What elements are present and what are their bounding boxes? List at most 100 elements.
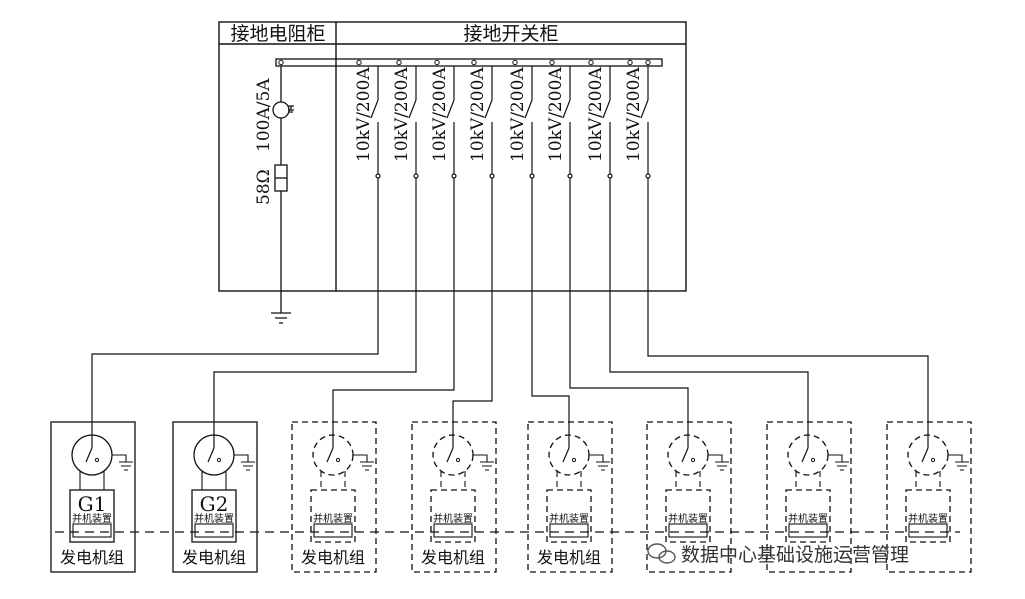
generator-unit: 并机装置 (886, 421, 972, 573)
bus-node (627, 59, 633, 66)
parallel-device-label: 并机装置 (788, 512, 828, 525)
parallel-device-box (194, 523, 234, 538)
generator-breaker (921, 447, 929, 463)
parallel-device-box (788, 523, 828, 538)
watermark: 数据中心基础设施运营管理 (647, 543, 909, 566)
generator-enclosure (886, 421, 972, 573)
controller-box (905, 489, 951, 543)
breaker-rating-label: 10kV/200A (586, 67, 606, 162)
generator-breaker (562, 447, 570, 463)
parallel-device-label: 并机装置 (194, 512, 234, 525)
controller-box (430, 489, 476, 543)
generator-unit: 并机装置 (646, 421, 732, 573)
parallel-device-box (908, 523, 948, 538)
bus-junction-dots (278, 59, 651, 66)
switch-cabinet-title: 接地开关柜 (463, 23, 558, 45)
current-transformer-icon (272, 101, 290, 119)
terminal-node (529, 173, 535, 179)
generator-name: G1 (78, 492, 107, 516)
ground-icon (708, 454, 729, 471)
breaker-branch (370, 66, 381, 179)
breaker-rating-label: 10kV/200A (624, 67, 644, 162)
breaker-rating-label: 10kV/200A (468, 67, 488, 162)
switch-blade (446, 99, 455, 119)
feeder-cable (213, 178, 417, 436)
breaker-rating-label: 10kV/200A (546, 67, 566, 162)
switch-blade (370, 99, 379, 119)
terminal-node (607, 173, 613, 179)
generator-enclosure (646, 421, 732, 573)
feeder-cables (91, 178, 929, 436)
bus-node (645, 59, 651, 66)
ground-icon (271, 312, 291, 324)
parallel-device-box (72, 523, 112, 538)
switch-blade (640, 99, 649, 119)
controller-box (785, 489, 831, 543)
terminal-node (451, 173, 457, 179)
parallel-device-label: 并机装置 (433, 512, 473, 525)
bus-node (434, 59, 440, 66)
breaker-rating-label: 10kV/200A (430, 67, 450, 162)
feeder-cable (332, 178, 455, 436)
bus-node (471, 59, 477, 66)
resistance-label: 58Ω (254, 169, 274, 205)
generator-units: 并机装置G1发电机组并机装置G2发电机组并机装置发电机组并机装置发电机组并机装置… (50, 421, 972, 573)
generator-unit: 并机装置 (766, 421, 852, 573)
generator-breaker (801, 447, 809, 463)
breaker-rating-label: 10kV/200A (354, 67, 374, 162)
parallel-device-box (313, 523, 353, 538)
controller-box (665, 489, 711, 543)
generator-enclosure (766, 421, 852, 573)
generator-breaker (681, 447, 689, 463)
breaker-branch (640, 66, 651, 179)
parallel-device-box (433, 523, 473, 538)
parallel-device-label: 并机装置 (668, 512, 708, 525)
switch-blade (562, 99, 571, 119)
busbar (275, 58, 663, 67)
parallel-device-label: 并机装置 (313, 512, 353, 525)
breaker-branch (484, 66, 495, 179)
controller-box (191, 489, 237, 543)
ground-icon (589, 454, 610, 471)
controller-box (546, 489, 592, 543)
generator-enclosure (527, 421, 613, 573)
terminal-node (489, 173, 495, 179)
generator-breaker (85, 447, 93, 463)
grounding-resistor-branch (271, 66, 294, 324)
terminal-node (375, 173, 381, 179)
bus-node (278, 59, 284, 66)
generator-enclosure (50, 421, 136, 573)
terminal-node (645, 173, 651, 179)
generator-breaker (207, 447, 215, 463)
bus-node (588, 59, 594, 66)
parallel-device-box (668, 523, 708, 538)
ct-ground-icon (288, 105, 294, 113)
ground-icon (234, 454, 255, 471)
controller-box (69, 489, 115, 543)
ground-icon (473, 454, 494, 471)
generator-breaker (326, 447, 334, 463)
feeder-cable (91, 178, 379, 436)
parallel-device-box (549, 523, 589, 538)
generator-label: 发电机组 (60, 548, 124, 567)
ground-icon (112, 454, 133, 471)
generator-enclosure (172, 421, 258, 573)
switch-blade (524, 99, 533, 119)
feeder-cable (609, 178, 809, 436)
generator-label: 发电机组 (537, 548, 601, 567)
watermark-text: 数据中心基础设施运营管理 (681, 544, 909, 566)
breaker-branch (524, 66, 535, 179)
ground-icon (353, 454, 374, 471)
generator-enclosure (411, 421, 497, 573)
cabinet-frame (218, 21, 687, 292)
breaker-rating-label: 10kV/200A (392, 67, 412, 162)
breaker-rating-label: 10kV/200A (508, 67, 528, 162)
feeder-cable (647, 178, 929, 436)
terminal-node (413, 173, 419, 179)
bus-node (549, 59, 555, 66)
